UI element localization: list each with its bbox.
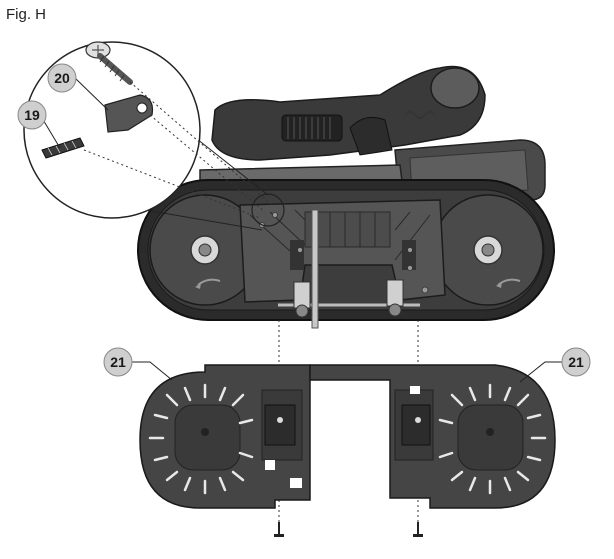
callout-21-left: 21 <box>104 348 172 380</box>
callout-21-right-label: 21 <box>568 354 584 370</box>
right-cover-plate <box>310 365 555 508</box>
callout-21-left-label: 21 <box>110 354 126 370</box>
right-cover-screw <box>413 522 423 537</box>
callout-20-label: 20 <box>54 70 70 86</box>
left-cover-screw <box>274 522 284 537</box>
callout-19-label: 19 <box>24 107 40 123</box>
left-cover-plate <box>140 365 310 508</box>
callout-21-right: 21 <box>520 348 590 382</box>
saw-body <box>138 67 554 328</box>
handle-knob <box>431 68 479 108</box>
right-blade-guide <box>387 280 403 316</box>
left-blade-guide <box>294 282 310 317</box>
